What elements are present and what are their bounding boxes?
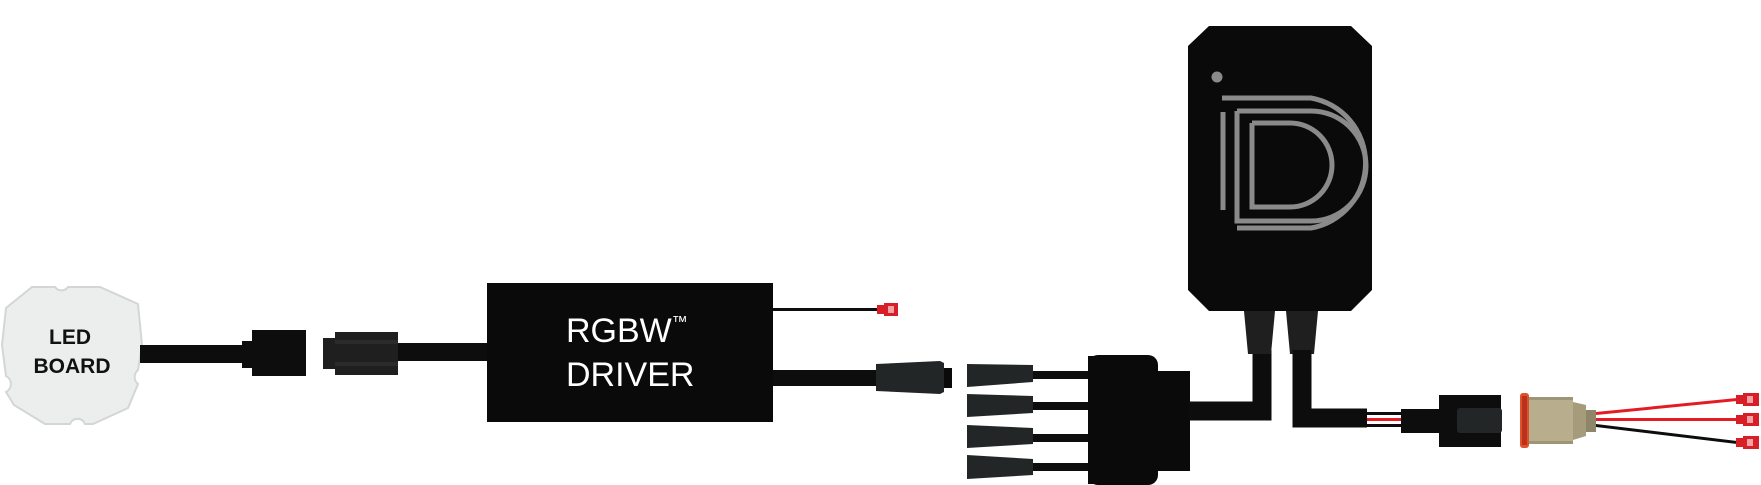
controller-leg-left [1244, 311, 1275, 354]
switch-wires [1596, 393, 1759, 449]
driver-output-cable [773, 370, 878, 386]
driver-input-cable [398, 343, 488, 361]
red-terminal-1 [877, 305, 885, 314]
led-board: LED BOARD [0, 286, 144, 425]
controller-cable-left [1189, 350, 1272, 421]
splitter-plug-2 [967, 394, 1033, 417]
led-cable [140, 345, 242, 363]
splitter-body [1088, 355, 1158, 485]
splitter-plug-4 [967, 455, 1033, 479]
controller [1188, 26, 1372, 361]
driver-label-main: RGBW [566, 312, 672, 350]
led-connector-female [323, 332, 398, 375]
controller-indicator-dot [1211, 71, 1223, 83]
splitter-plug-1 [967, 364, 1033, 387]
controller-body [1188, 26, 1372, 311]
red-terminal-3 [1736, 413, 1759, 426]
rgbw-driver: RGBW™ DRIVER [487, 283, 773, 422]
driver-output-connector [876, 361, 952, 394]
led-board-shape [0, 286, 144, 425]
driver-signal-wire [773, 303, 898, 316]
switch-body [1529, 397, 1573, 444]
driver-body [487, 283, 773, 422]
led-board-label-line2: BOARD [34, 355, 111, 378]
splitter-plug-3 [967, 425, 1033, 448]
d-logo-icon [1220, 95, 1369, 231]
push-switch [1520, 393, 1596, 448]
controller-cable-right [1292, 350, 1367, 428]
led-board-label-line1: LED [49, 326, 91, 349]
switch-connector [1401, 395, 1502, 447]
led-connector-male [242, 330, 306, 376]
driver-label-line2: DRIVER [566, 356, 694, 394]
driver-label-line1: RGBW™ [566, 312, 688, 350]
driver-label-trademark: ™ [672, 314, 688, 331]
red-terminal-4 [1736, 436, 1759, 449]
red-terminal-2 [1736, 393, 1759, 406]
four-way-splitter [967, 355, 1190, 485]
controller-leg-right [1286, 311, 1318, 354]
